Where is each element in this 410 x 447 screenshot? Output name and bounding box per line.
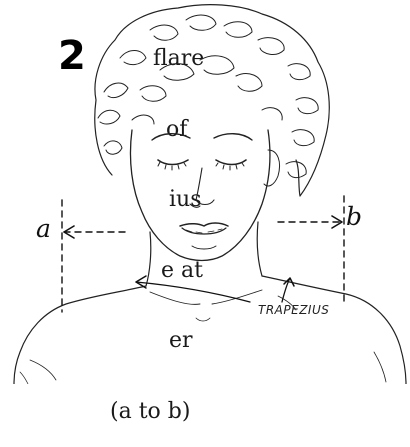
label-b: b <box>346 202 362 231</box>
label-a: a <box>36 214 51 243</box>
portrait-sketch <box>0 0 410 384</box>
trapezius-label: TRAPEZIUS <box>258 303 329 317</box>
caption-line: (a to b) <box>0 400 204 424</box>
hair-outline <box>95 5 329 196</box>
shoulder-right <box>262 276 406 384</box>
face-outline <box>130 130 270 261</box>
shoulder-left <box>14 286 146 384</box>
neck-outline <box>146 232 151 286</box>
